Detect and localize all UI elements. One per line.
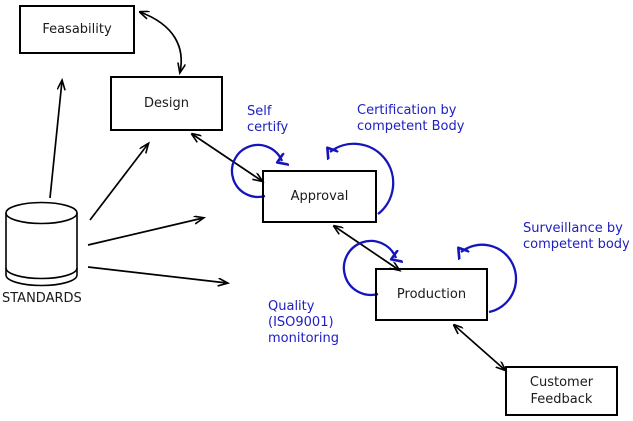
node-approval-label: Approval xyxy=(290,189,349,204)
standards-datastore-label: STANDARDS xyxy=(2,291,82,306)
node-feasability-label: Feasability xyxy=(42,22,112,37)
connector-production-customer-feedback xyxy=(454,325,505,370)
annotation-self-certify: Self certify xyxy=(247,104,289,135)
loop-approval-certification xyxy=(330,142,395,215)
connector-standards-feasability xyxy=(49,81,62,199)
node-design[interactable]: Design xyxy=(110,76,223,131)
loop-production-quality xyxy=(342,239,396,297)
node-customer-feedback-label: Customer Feedback xyxy=(529,375,594,407)
annotation-quality-iso9001-monitoring: Quality (ISO9001) monitoring xyxy=(268,299,339,346)
node-approval[interactable]: Approval xyxy=(262,170,377,223)
loop-production-surveillance xyxy=(461,243,518,314)
node-production-label: Production xyxy=(396,287,467,302)
connector-standards-production xyxy=(87,266,227,283)
connector-standards-design xyxy=(89,144,148,221)
node-customer-feedback[interactable]: Customer Feedback xyxy=(505,366,618,416)
annotation-certification-by-competent-body: Certification by competent Body xyxy=(357,103,465,134)
loop-approval-self-certify xyxy=(230,143,282,199)
node-design-label: Design xyxy=(144,96,189,111)
connector-design-approval xyxy=(192,134,262,181)
connector-standards-approval xyxy=(87,218,203,246)
annotation-surveillance-by-competent-body: Surveillance by competent body xyxy=(523,221,630,252)
connector-approval-production xyxy=(334,226,399,270)
connector-feasability-design xyxy=(140,12,181,72)
node-production[interactable]: Production xyxy=(375,268,488,321)
node-feasability[interactable]: Feasability xyxy=(19,5,135,54)
standards-datastore-shape xyxy=(5,201,78,287)
